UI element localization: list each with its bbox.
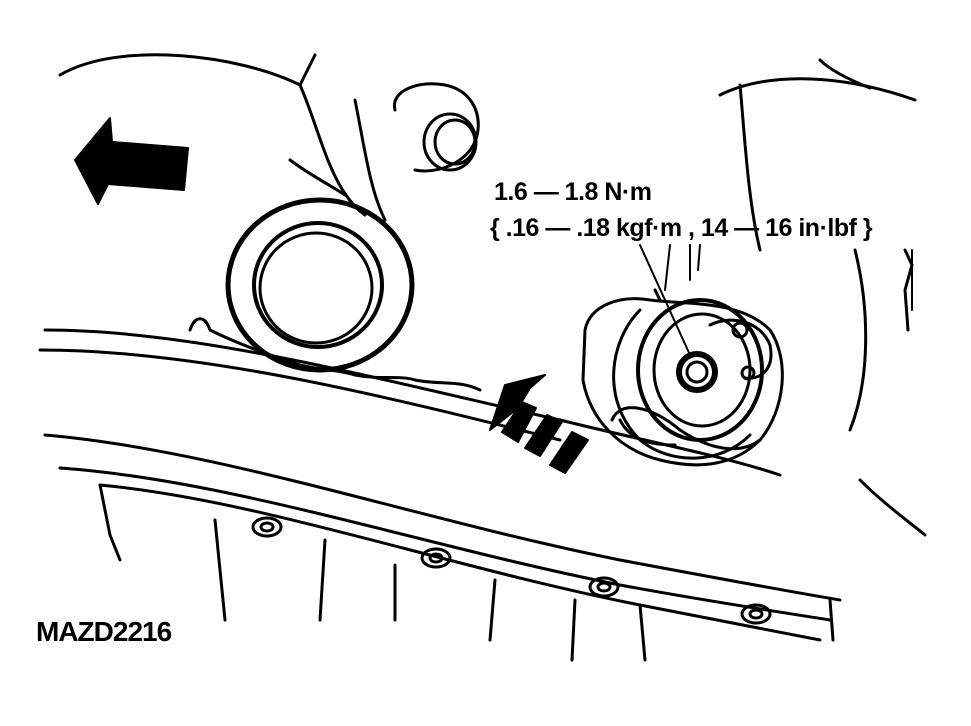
pan-bolt-3 <box>588 576 620 598</box>
pan-bolt-1 <box>251 516 283 538</box>
housing-right-inner <box>738 83 762 252</box>
housing-right-edge <box>818 58 872 90</box>
housing-rib <box>288 158 347 197</box>
pan-rib-2 <box>318 538 327 622</box>
housing-inner-curve <box>353 98 387 222</box>
housing-right-top <box>718 77 917 102</box>
pan-rib-1 <box>213 518 227 622</box>
seal-bore <box>225 197 415 373</box>
housing-boss <box>393 82 480 173</box>
pan-rib-7 <box>828 598 835 642</box>
pan-rib-4 <box>488 578 497 642</box>
torque-spec-alternate: { .16 — .18 kgf·m , 14 — 16 in·lbf } <box>490 214 873 242</box>
pan-rib-5 <box>570 598 577 662</box>
pan-bolt-2 <box>420 547 452 569</box>
pan-flange-mid <box>38 348 562 442</box>
pan-flange-lower <box>43 433 842 602</box>
leader-ticks <box>664 244 701 291</box>
installation-arrow-dashed <box>489 374 589 474</box>
sensor-assembly <box>581 288 784 467</box>
torque-spec-metric: 1.6 — 1.8 N·m <box>494 178 652 206</box>
torque-leader-line <box>639 244 691 356</box>
housing-right-lower <box>848 248 868 432</box>
pan-flange-lower2 <box>58 466 832 622</box>
pan-edge-left <box>98 483 122 562</box>
direction-arrow-solid <box>74 117 189 205</box>
pan-flange-lower3 <box>98 483 822 642</box>
figure-code: MAZD2216 <box>36 616 172 647</box>
pan-bolt-4 <box>740 603 772 625</box>
gasket-edge <box>188 317 482 392</box>
housing-right-side <box>903 248 914 332</box>
pan-rib-6 <box>638 603 647 662</box>
housing-right-bottom <box>858 478 927 537</box>
housing-edge-top <box>298 53 317 87</box>
housing-outline-left <box>58 53 367 217</box>
